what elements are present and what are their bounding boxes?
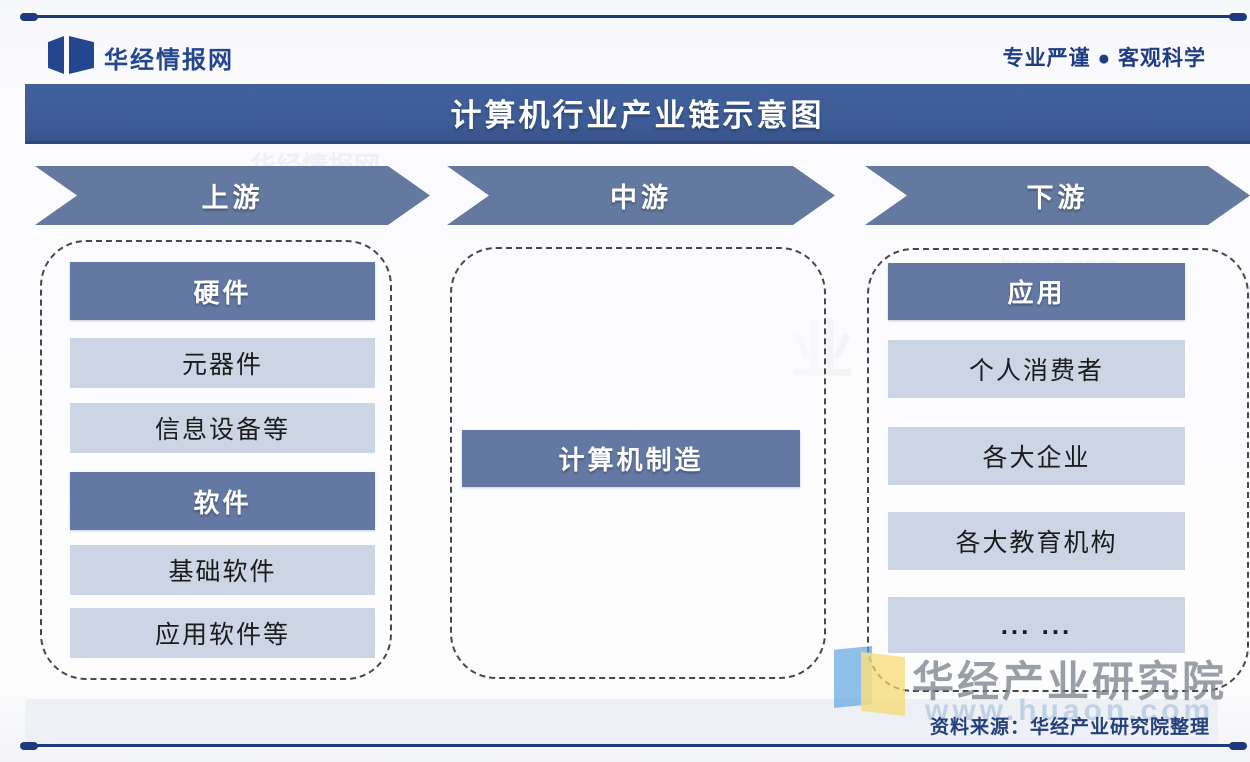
top-rule-left-cap — [20, 12, 38, 21]
upstream-item-components: 元器件 — [70, 338, 375, 388]
stage-arrow-upstream-label: 上游 — [201, 183, 264, 213]
upstream-group-hardware-header-label: 硬件 — [193, 277, 252, 308]
brand-name: 华经情报网 — [104, 47, 234, 74]
upstream-item-application-software-label: 应用软件等 — [154, 621, 290, 649]
downstream-item-consumers-label: 个人消费者 — [968, 357, 1104, 385]
watermark-url: www.huaon.com — [925, 694, 1215, 727]
bottom-rule-left-cap — [20, 741, 38, 750]
downstream-item-consumers: 个人消费者 — [888, 340, 1185, 398]
upstream-group-software-header: 软件 — [70, 472, 375, 530]
upstream-item-basic-software: 基础软件 — [70, 545, 375, 595]
watermark-institute-name: 华经产业研究院 — [912, 658, 1228, 705]
downstream-item-education-label: 各大教育机构 — [955, 529, 1118, 557]
title-banner: 计算机行业产业链示意图 — [25, 84, 1250, 144]
midstream-box-computer-manufacturing: 计算机制造 — [462, 430, 800, 487]
stage-arrow-downstream: 下游 — [865, 166, 1250, 225]
brand-logo-left-panel — [48, 36, 64, 74]
page-title: 计算机行业产业链示意图 — [450, 98, 825, 133]
bottom-rule-right-cap — [1229, 741, 1247, 750]
upstream-item-info-equipment-label: 信息设备等 — [154, 416, 290, 444]
midstream-box-label: 计算机制造 — [558, 445, 704, 475]
downstream-item-enterprises-label: 各大企业 — [982, 444, 1091, 472]
data-source-note: 资料来源：华经产业研究院整理 — [929, 717, 1210, 738]
watermark-logo-yellow-panel — [861, 652, 905, 716]
upstream-item-components-label: 元器件 — [181, 351, 263, 379]
footer-band — [25, 699, 1218, 745]
watermark-logo-icon — [834, 644, 908, 716]
stage-arrow-upstream: 上游 — [35, 166, 430, 225]
upstream-item-info-equipment: 信息设备等 — [70, 403, 375, 453]
downstream-header-application: 应用 — [888, 263, 1185, 320]
stage-arrow-midstream: 中游 — [447, 166, 835, 225]
downstream-item-ellipsis-label: ... ... — [1000, 609, 1073, 640]
top-rule-right-cap — [1229, 12, 1247, 21]
downstream-item-enterprises: 各大企业 — [888, 427, 1185, 485]
brand-logo-icon — [48, 36, 94, 74]
stage-arrow-downstream-label: 下游 — [1026, 183, 1089, 213]
upstream-item-application-software: 应用软件等 — [70, 608, 375, 658]
downstream-header-label: 应用 — [1007, 278, 1066, 308]
header-slogan: 专业严谨 ● 客观科学 — [1002, 47, 1206, 70]
upstream-item-basic-software-label: 基础软件 — [168, 558, 277, 586]
top-rule-line — [20, 12, 1247, 21]
bottom-rule-line — [20, 741, 1247, 750]
upstream-group-software-header-label: 软件 — [193, 487, 252, 518]
downstream-item-ellipsis: ... ... — [888, 597, 1185, 653]
downstream-item-education: 各大教育机构 — [888, 512, 1185, 570]
stage-arrow-midstream-label: 中游 — [610, 183, 672, 213]
brand-logo-right-panel — [69, 36, 94, 74]
upstream-group-hardware-header: 硬件 — [70, 262, 375, 320]
